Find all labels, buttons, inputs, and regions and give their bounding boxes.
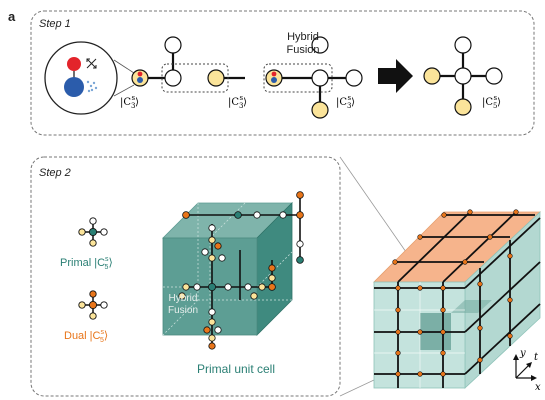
cluster-lattice: [373, 209, 542, 389]
ket-c5: |C5s⟩: [482, 94, 501, 110]
connector-bottom: [339, 379, 375, 397]
red-particle: [67, 57, 81, 71]
fusion-boxes: [161, 63, 333, 93]
panel-label: a: [8, 9, 16, 24]
step2-border: [30, 156, 341, 397]
cube-hybrid-label: Hybrid: [169, 293, 198, 304]
unit-cell-label: Primal unit cell: [197, 362, 275, 376]
atom-inset: [44, 41, 135, 115]
connector-top: [339, 156, 414, 263]
axis-y-label: y: [519, 348, 526, 359]
star-state-c5: [423, 36, 503, 116]
cube-fusion-label: Fusion: [168, 305, 198, 316]
axes-indicator: y t x: [513, 348, 541, 393]
dual-star-icon: [78, 290, 108, 320]
step1-kets: |C3s⟩ |C3s⟩ |C3s⟩ |C5s⟩: [120, 94, 501, 110]
step1-border: [30, 10, 535, 136]
step1-qubits: [131, 36, 363, 119]
primal-unit-cell-cube: Hybrid Fusion: [162, 191, 304, 350]
hybrid-label: Hybrid: [287, 31, 319, 43]
swap-icon: [86, 58, 97, 69]
fusion-label: Fusion: [286, 44, 319, 56]
ket-c3-2: |C3s⟩: [228, 94, 247, 110]
right-arrow-icon: [378, 59, 413, 93]
step1-title: Step 1: [39, 18, 71, 30]
ket-c3-3: |C3s⟩: [336, 94, 355, 110]
blue-particle: [64, 77, 84, 97]
axis-t-label: t: [534, 352, 539, 363]
ket-c3-1: |C3s⟩: [120, 94, 139, 110]
step2-title: Step 2: [39, 167, 71, 179]
axis-x-label: x: [535, 382, 541, 393]
primal-star-icon: [78, 217, 108, 247]
step1-panel: Step 1: [30, 10, 535, 136]
